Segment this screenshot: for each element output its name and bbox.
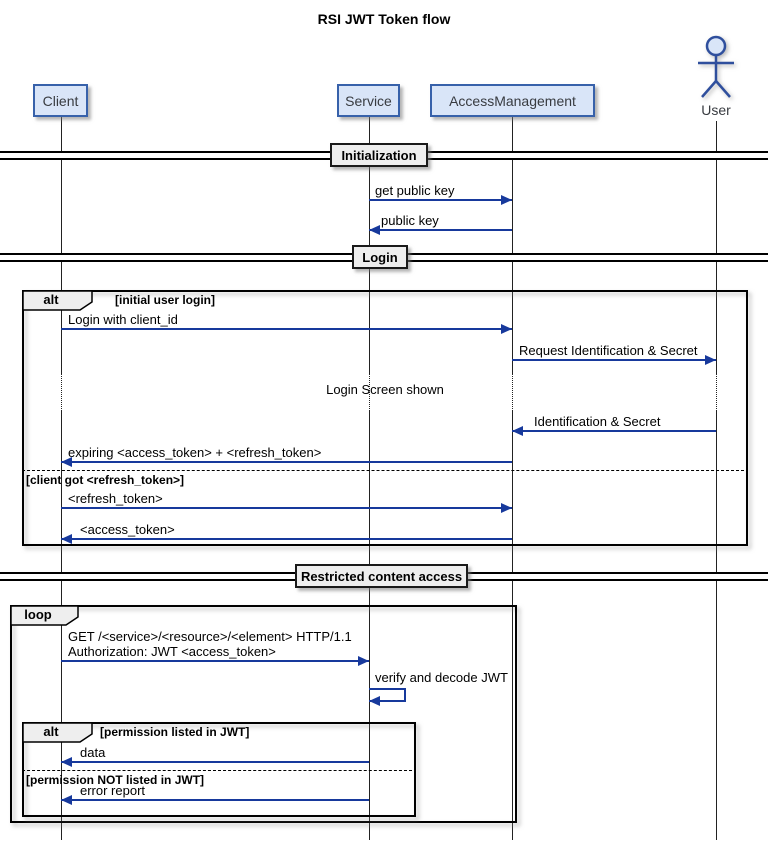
participant-service: Service xyxy=(337,84,400,117)
lifeline-segment xyxy=(61,115,62,373)
delay-login-screen-shown: Login Screen shown xyxy=(326,382,444,397)
lifeline-segment xyxy=(512,115,513,373)
arrowhead-right-icon xyxy=(501,324,512,334)
alt-operator-pentagon xyxy=(22,290,93,311)
self-message-line xyxy=(369,688,406,702)
arrowhead-left-icon xyxy=(369,696,380,706)
lifeline-segment xyxy=(716,121,717,373)
message-identification-secret: Identification & Secret xyxy=(534,414,661,429)
arrow-line xyxy=(61,328,512,330)
diagram-title: RSI JWT Token flow xyxy=(317,11,451,27)
message-login-with-client-id: Login with client_id xyxy=(68,312,178,327)
alt-operator-label: alt xyxy=(43,724,59,739)
lifeline-segment xyxy=(716,411,717,840)
divider-restricted-content: Restricted content access xyxy=(295,564,468,588)
arrowhead-left-icon xyxy=(61,795,72,805)
arrowhead-left-icon xyxy=(61,457,72,467)
alt-else-separator xyxy=(22,770,412,771)
lifeline-segment-delay xyxy=(61,373,62,411)
alt-else-separator xyxy=(22,470,744,471)
arrowhead-right-icon xyxy=(358,656,369,666)
arrow-line xyxy=(61,660,369,662)
alt-fragment-login xyxy=(22,290,748,546)
alt-fragment-permission xyxy=(22,722,416,817)
alt-guard-permission-not-listed: [permission NOT listed in JWT] xyxy=(26,773,205,787)
alt-operator-pentagon xyxy=(22,722,93,743)
message-refresh-token: <refresh_token> xyxy=(68,491,163,506)
lifeline-segment-delay xyxy=(716,373,717,411)
arrowhead-left-icon xyxy=(512,426,523,436)
participant-client: Client xyxy=(33,84,88,117)
loop-fragment xyxy=(10,605,517,823)
message-get-request-line2: Authorization: JWT <access_token> xyxy=(68,644,276,659)
participant-user: User xyxy=(701,102,731,118)
lifeline-segment xyxy=(369,411,370,840)
loop-operator-pentagon xyxy=(10,605,79,626)
user-actor-icon xyxy=(698,35,734,98)
message-access-token: <access_token> xyxy=(80,522,175,537)
arrow-line xyxy=(61,761,369,763)
alt-guard-client-got-refresh-token: [client got <refresh_token>] xyxy=(26,473,185,487)
message-verify-decode-jwt: verify and decode JWT xyxy=(375,670,508,685)
arrow-line xyxy=(369,199,512,201)
alt-guard-permission-listed: [permission listed in JWT] xyxy=(100,725,250,739)
arrow-line xyxy=(369,229,512,231)
arrow-line xyxy=(512,359,716,361)
alt-operator-label: alt xyxy=(43,292,59,307)
loop-operator-label: loop xyxy=(24,607,52,622)
lifeline-segment-delay xyxy=(512,373,513,411)
arrowhead-left-icon xyxy=(61,757,72,767)
message-request-identification: Request Identification & Secret xyxy=(519,343,698,358)
arrowhead-right-icon xyxy=(501,195,512,205)
divider-login: Login xyxy=(352,245,408,269)
lifeline-segment xyxy=(512,411,513,840)
message-expiring-tokens: expiring <access_token> + <refresh_token… xyxy=(68,445,322,460)
arrow-line xyxy=(61,538,512,540)
arrowhead-left-icon xyxy=(61,534,72,544)
arrow-line xyxy=(61,507,512,509)
message-error-report: error report xyxy=(80,783,146,798)
arrow-line xyxy=(61,461,512,463)
message-public-key: public key xyxy=(381,213,439,228)
arrowhead-right-icon xyxy=(705,355,716,365)
arrow-line xyxy=(512,430,716,432)
arrow-line xyxy=(61,799,369,801)
message-get-request-line1: GET /<service>/<resource>/<element> HTTP… xyxy=(68,629,352,644)
alt-guard-initial-user-login: [initial user login] xyxy=(115,293,216,307)
participant-accessmanagement: AccessManagement xyxy=(430,84,595,117)
message-get-public-key: get public key xyxy=(375,183,455,198)
arrowhead-right-icon xyxy=(501,503,512,513)
lifeline-segment xyxy=(369,115,370,373)
message-data: data xyxy=(80,745,106,760)
lifeline-segment-delay xyxy=(369,373,370,411)
arrowhead-left-icon xyxy=(369,225,380,235)
divider-initialization: Initialization xyxy=(330,143,428,167)
